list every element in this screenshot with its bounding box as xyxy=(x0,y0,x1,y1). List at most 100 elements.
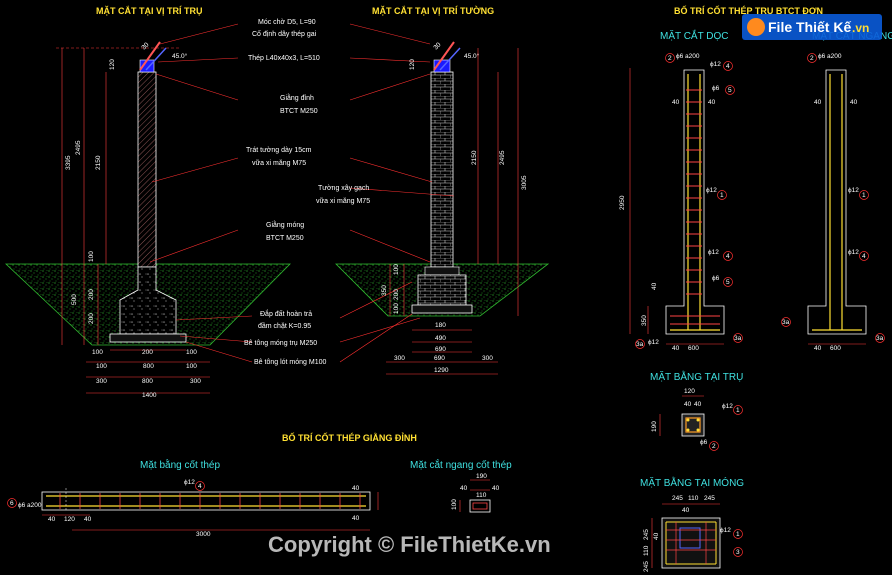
svg-text:120: 120 xyxy=(409,59,416,70)
svg-text:ϕ12: ϕ12 xyxy=(722,403,733,410)
svg-text:300: 300 xyxy=(394,355,405,362)
plan-footing-subtitle: MẶT BẰNG TẠI MÓNG xyxy=(640,476,744,489)
dims-left: 3395 2495 2150 120 100 200 500 200 100 2… xyxy=(65,41,480,399)
svg-text:190: 190 xyxy=(476,473,487,480)
svg-text:3005: 3005 xyxy=(521,175,528,190)
plan-column-subtitle: MẶT BẰNG TẠI TRỤ xyxy=(650,370,743,383)
svg-text:2: 2 xyxy=(668,55,672,62)
svg-text:40: 40 xyxy=(814,345,822,352)
svg-text:5: 5 xyxy=(726,279,730,286)
svg-text:100: 100 xyxy=(186,349,197,356)
svg-text:ϕ12: ϕ12 xyxy=(720,527,731,534)
svg-text:45.0°: 45.0° xyxy=(172,52,188,60)
svg-text:40: 40 xyxy=(352,485,360,492)
svg-text:690: 690 xyxy=(434,355,445,362)
dims-right: 2950 40 40 40 350 600 40 40 40 600 40 xyxy=(619,99,858,352)
dims-middle: 2150 2495 3005 120 100 350 200 100 180 4… xyxy=(381,59,528,374)
note-plaster2: vữa xi măng M75 xyxy=(252,160,306,167)
svg-text:ϕ6: ϕ6 xyxy=(700,439,708,446)
svg-text:200: 200 xyxy=(393,289,400,300)
note-top-beam2: BTCT M250 xyxy=(280,108,318,115)
svg-text:1: 1 xyxy=(736,531,740,538)
svg-text:100: 100 xyxy=(96,363,107,370)
svg-text:100: 100 xyxy=(88,251,95,262)
rebar-marker-labels: 2 4 5 1 4 5 3a 3a 2 1 4 3a 3a 1 2 1 3 4 … xyxy=(10,55,884,556)
svg-text:2: 2 xyxy=(810,55,814,62)
plan-footing: 245 110 245 40 245 110 245 40 xyxy=(643,495,721,572)
svg-text:200: 200 xyxy=(142,349,153,356)
section-column-title: MẶT CẮT TẠI VỊ TRÍ TRỤ xyxy=(96,6,203,16)
svg-text:40: 40 xyxy=(84,516,92,523)
svg-text:45.0°: 45.0° xyxy=(464,52,480,60)
svg-text:2150: 2150 xyxy=(471,150,478,165)
svg-text:110: 110 xyxy=(688,495,699,502)
column-section xyxy=(4,41,291,346)
svg-text:ϕ6 a200: ϕ6 a200 xyxy=(18,502,42,509)
svg-text:190: 190 xyxy=(651,421,658,432)
note-footing-beam: Giằng móng xyxy=(266,220,304,229)
svg-text:40: 40 xyxy=(814,99,822,106)
svg-text:40: 40 xyxy=(708,99,716,106)
svg-text:2495: 2495 xyxy=(499,150,506,165)
svg-text:200: 200 xyxy=(88,289,95,300)
beam-section: 190 40 110 40 100 xyxy=(451,473,500,513)
svg-text:200: 200 xyxy=(88,313,95,324)
section-wall-title: MẶT CẮT TẠI VỊ TRÍ TƯỜNG xyxy=(372,5,494,16)
beam-rebar-title: BỐ TRÍ CỐT THÉP GIẰNG ĐỈNH xyxy=(282,432,417,443)
svg-text:4: 4 xyxy=(862,253,866,260)
svg-text:40: 40 xyxy=(850,99,858,106)
svg-text:3395: 3395 xyxy=(65,155,72,170)
svg-text:3a: 3a xyxy=(876,335,884,342)
note-backfill: Đắp đất hoàn trả xyxy=(260,309,312,318)
svg-text:800: 800 xyxy=(143,363,154,370)
svg-text:ϕ12: ϕ12 xyxy=(184,479,195,486)
svg-text:2495: 2495 xyxy=(75,140,82,155)
rebar-markers xyxy=(7,53,885,557)
svg-text:ϕ6: ϕ6 xyxy=(712,85,720,92)
note-hook2: Cố định dây thép gai xyxy=(252,29,317,38)
svg-text:1290: 1290 xyxy=(434,367,449,374)
note-brick2: vữa xi măng M75 xyxy=(316,198,370,205)
svg-text:300: 300 xyxy=(96,378,107,385)
svg-text:40: 40 xyxy=(653,532,660,540)
svg-text:40: 40 xyxy=(694,401,702,408)
svg-text:40: 40 xyxy=(672,99,680,106)
svg-text:1: 1 xyxy=(862,192,866,199)
svg-text:1: 1 xyxy=(736,407,740,414)
svg-text:ϕ12: ϕ12 xyxy=(848,187,859,194)
note-top-beam: Giằng đỉnh xyxy=(280,93,314,102)
leader-lines xyxy=(149,23,455,363)
svg-text:4: 4 xyxy=(726,253,730,260)
svg-text:100: 100 xyxy=(393,303,400,314)
svg-text:40: 40 xyxy=(460,485,468,492)
svg-text:40: 40 xyxy=(682,507,690,514)
note-plaster: Trát tường dày 15cm xyxy=(246,147,312,154)
svg-text:245: 245 xyxy=(704,495,715,502)
note-brick: Tường xây gạch xyxy=(318,185,369,192)
svg-text:ϕ12: ϕ12 xyxy=(710,61,721,68)
svg-text:350: 350 xyxy=(641,315,648,326)
svg-text:ϕ12: ϕ12 xyxy=(848,249,859,256)
column-long-section xyxy=(629,68,725,345)
plan-column: 120 40 40 190 xyxy=(651,388,705,437)
svg-text:40: 40 xyxy=(651,282,658,290)
svg-text:100: 100 xyxy=(186,363,197,370)
column-trans-section xyxy=(807,69,867,345)
svg-text:3a: 3a xyxy=(782,319,790,326)
svg-text:490: 490 xyxy=(435,335,446,342)
longitudinal-subtitle: MẶT CẮT DỌC xyxy=(660,29,729,42)
svg-text:300: 300 xyxy=(190,378,201,385)
svg-text:5: 5 xyxy=(728,87,732,94)
svg-text:100: 100 xyxy=(451,499,458,510)
svg-text:245: 245 xyxy=(672,495,683,502)
note-lean-concrete: Bê tông lót móng M100 xyxy=(254,359,326,366)
svg-text:2: 2 xyxy=(712,443,716,450)
note-angle-steel: Thép L40x40x3, L=510 xyxy=(248,55,320,62)
svg-text:100: 100 xyxy=(393,264,400,275)
svg-text:40: 40 xyxy=(492,485,500,492)
svg-text:40: 40 xyxy=(352,515,360,522)
svg-text:600: 600 xyxy=(830,345,841,352)
svg-text:120: 120 xyxy=(684,388,695,395)
svg-text:40: 40 xyxy=(672,345,680,352)
svg-text:350: 350 xyxy=(381,285,388,296)
